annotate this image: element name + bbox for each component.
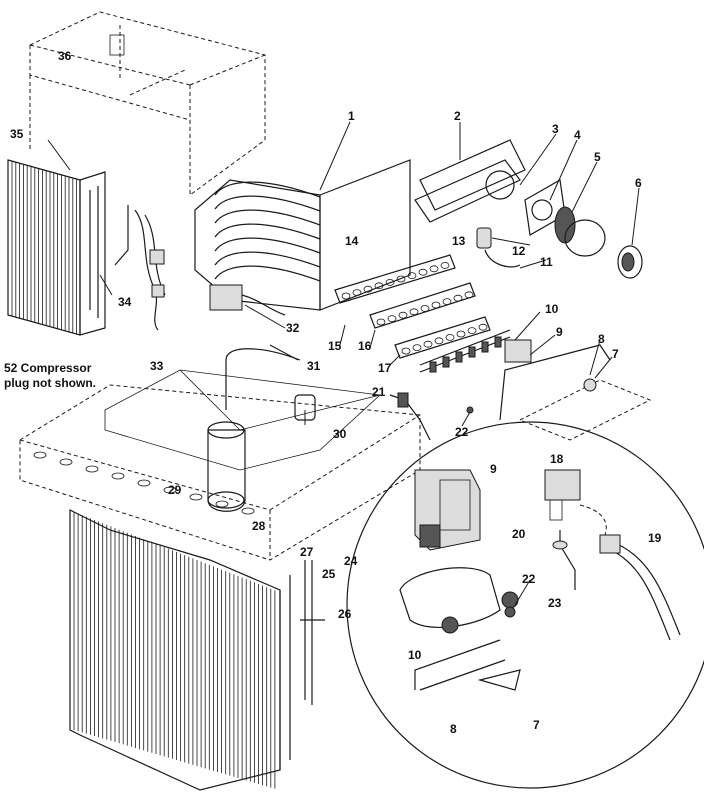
callout-33: 33 (150, 359, 164, 373)
callout-31: 31 (307, 359, 321, 373)
callout-32: 32 (286, 321, 300, 335)
base-pan (19, 369, 421, 561)
callout-23: 23 (548, 596, 562, 610)
callout-6: 6 (635, 176, 642, 190)
heat-exchanger-1 (194, 159, 411, 311)
callout-14: 14 (345, 234, 359, 248)
callout-35: 35 (10, 127, 24, 141)
callout-16: 16 (358, 339, 372, 353)
note-line-1: 52 Compressor (4, 361, 92, 375)
callout-24: 24 (344, 554, 358, 568)
callout-21: 21 (372, 385, 386, 399)
callout-15: 15 (328, 339, 342, 353)
wiring-harness-34 (114, 205, 166, 331)
callout-12: 12 (512, 244, 526, 258)
callout-7-detail: 7 (533, 718, 540, 732)
callout-13: 13 (452, 234, 466, 248)
leader-lines (47, 121, 640, 606)
callout-7-upper: 7 (612, 347, 619, 361)
note-line-2: plug not shown. (4, 376, 96, 390)
callout-9-detail: 9 (490, 462, 497, 476)
callout-22-detail: 22 (522, 572, 536, 586)
callout-10-upper: 10 (545, 302, 559, 316)
detail-inset (346, 421, 704, 789)
callout-20: 20 (512, 527, 526, 541)
callout-34: 34 (118, 295, 132, 309)
callout-17: 17 (378, 361, 392, 375)
pressure-switch-12 (476, 227, 521, 268)
left-coil-35 (7, 159, 106, 336)
callout-1: 1 (348, 109, 355, 123)
callout-labels: 36 35 1 2 3 4 5 6 14 13 12 11 10 9 8 7 3… (10, 49, 662, 736)
inducer-assembly (414, 139, 643, 279)
callout-19: 19 (648, 531, 662, 545)
callout-29: 29 (168, 483, 182, 497)
callout-2: 2 (454, 109, 461, 123)
callout-5: 5 (594, 150, 601, 164)
callout-4: 4 (574, 128, 581, 142)
callout-11: 11 (540, 255, 553, 269)
callout-26: 26 (338, 607, 352, 621)
gas-manifold (419, 329, 652, 441)
callout-27: 27 (300, 545, 314, 559)
condenser-coil (69, 509, 325, 791)
callout-22-upper: 22 (455, 425, 469, 439)
callout-25-upper: 25 (322, 567, 336, 581)
callout-8-upper: 8 (598, 332, 605, 346)
callout-18: 18 (550, 452, 564, 466)
callout-30: 30 (333, 427, 347, 441)
callout-3: 3 (552, 122, 559, 136)
callout-8-detail: 8 (450, 722, 457, 736)
callout-9-upper: 9 (556, 325, 563, 339)
top-cabinet-36 (29, 11, 266, 196)
callout-28: 28 (252, 519, 266, 533)
callout-36: 36 (58, 49, 72, 63)
callout-10-detail: 10 (408, 648, 422, 662)
compressor-plug-note: 52 Compressor plug not shown. (4, 361, 96, 390)
compressor-29 (207, 284, 316, 512)
burner-assembly (334, 254, 491, 359)
